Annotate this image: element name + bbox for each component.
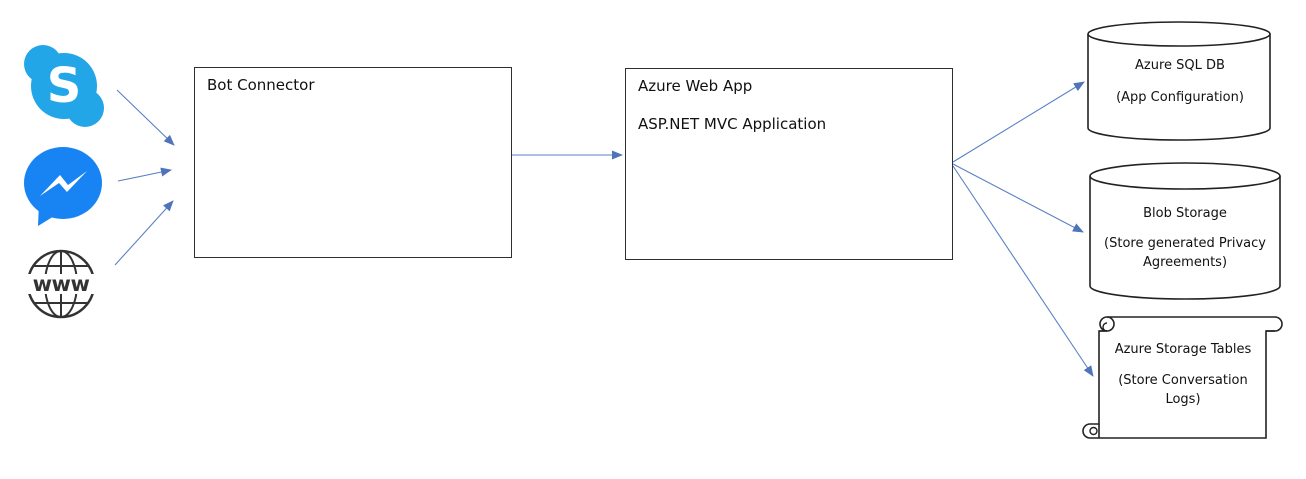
sql-db-title: Azure SQL DB	[1135, 58, 1225, 73]
web-app-to-sql-db-arrow	[952, 81, 1085, 163]
blob-storage-description-line2: Agreements)	[1142, 255, 1228, 271]
skype-icon: S	[24, 45, 104, 127]
sql-db-description: (App Configuration)	[1116, 89, 1244, 105]
svg-text:S: S	[47, 58, 82, 114]
messenger-icon	[24, 147, 102, 226]
storage-tables-description-line2: Logs)	[1165, 392, 1201, 408]
storage-tables-scroll	[1082, 316, 1283, 439]
azure-web-app-box: Azure Web App ASP.NET MVC Application	[625, 68, 953, 260]
www-globe-icon: www	[20, 249, 102, 319]
sql-db-cylinder	[1087, 21, 1271, 141]
web-app-to-blob-storage-arrow	[952, 163, 1084, 233]
bot-connector-box: Bot Connector	[194, 67, 512, 258]
www-label: www	[33, 272, 90, 296]
sql-db-label-group: Azure SQL DB (App Configuration)	[1090, 56, 1270, 109]
web-app-subtitle: ASP.NET MVC Application	[638, 115, 827, 133]
bot-connector-title: Bot Connector	[207, 76, 315, 94]
blob-storage-title: Blob Storage	[1143, 206, 1227, 221]
blob-storage-description-line1: (Store generated Privacy	[1104, 235, 1266, 251]
storage-tables-title: Azure Storage Tables	[1114, 342, 1252, 357]
skype-to-bot-connector-arrow	[116, 89, 175, 146]
web-app-to-storage-tables-arrow	[952, 165, 1094, 377]
web-to-bot-connector-arrow	[114, 200, 174, 266]
blob-storage-cylinder	[1089, 162, 1281, 300]
web-app-title: Azure Web App	[638, 77, 753, 95]
blob-storage-label-group: Blob Storage (Store generated Privacy Ag…	[1090, 204, 1280, 273]
storage-tables-label-group: Azure Storage Tables (Store Conversation…	[1100, 340, 1266, 410]
storage-tables-description-line1: (Store Conversation	[1118, 372, 1248, 388]
messenger-to-bot-connector-arrow	[117, 167, 172, 182]
